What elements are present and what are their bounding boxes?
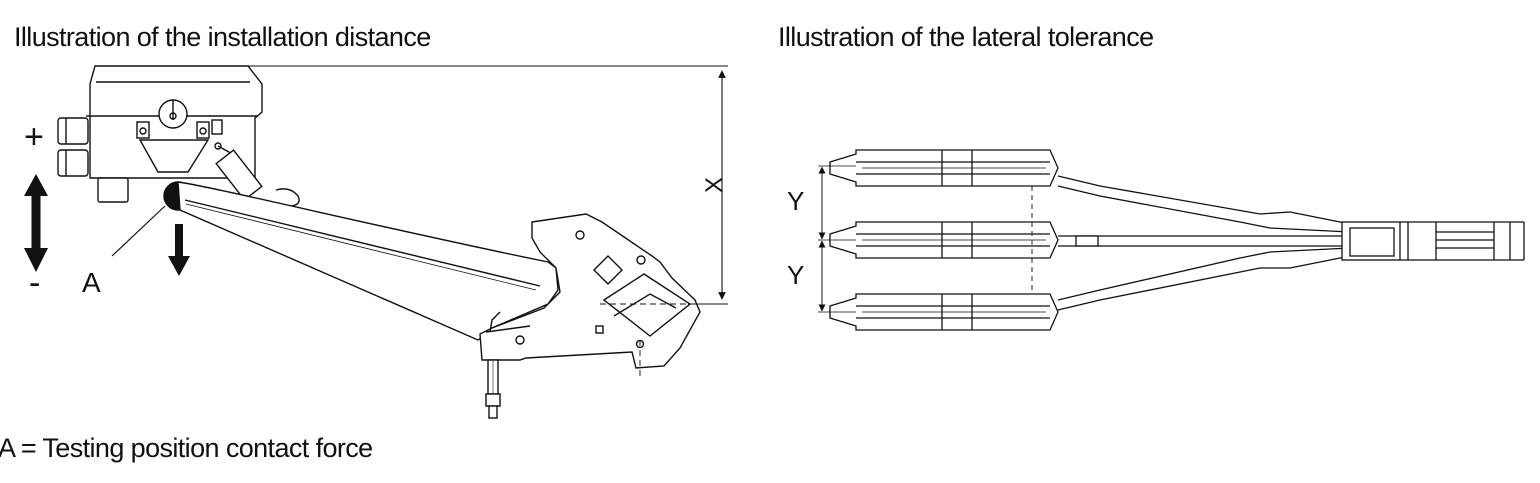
dimension-y <box>818 165 856 313</box>
collector-shoe-upper <box>829 149 1059 187</box>
a-label: A <box>82 267 101 298</box>
down-force-arrow <box>168 224 190 276</box>
x-dimension-label: X <box>701 177 728 193</box>
dimension-x <box>248 65 728 305</box>
mounting-base <box>479 213 701 419</box>
y-upper-label: Y <box>787 186 804 216</box>
collector-shoe-lower <box>829 293 1059 331</box>
installation-distance-title: Illustration of the installation distanc… <box>14 22 431 52</box>
collector-shoe-middle <box>829 221 1059 259</box>
lateral-mount <box>1341 221 1525 261</box>
plus-label: + <box>24 118 44 156</box>
up-down-arrow <box>24 174 48 272</box>
y-lower-label: Y <box>787 260 804 290</box>
collector-head <box>57 65 300 207</box>
lateral-tolerance-title: Illustration of the lateral tolerance <box>778 22 1154 52</box>
lateral-arms <box>1057 175 1351 311</box>
legend-caption: A = Testing position contact force <box>0 433 373 463</box>
installation-diagram <box>24 65 728 419</box>
minus-label: - <box>29 264 40 302</box>
lateral-diagram <box>818 149 1525 331</box>
collector-arm <box>177 181 559 341</box>
